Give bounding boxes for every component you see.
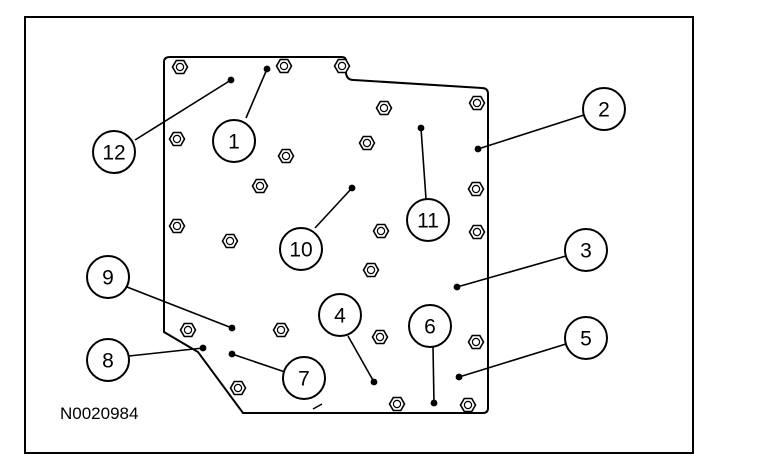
leader-line [314,187,353,229]
callout-number: 2 [598,99,610,122]
callout-9: 9 [86,255,130,299]
leader-line [458,343,567,378]
bolt-head [375,100,393,116]
callout-circle [86,255,130,299]
callout-12: 12 [92,130,136,174]
bolt-head [277,148,295,164]
bolt-head [371,329,389,345]
leader-line [134,79,232,141]
callout-number: 1 [228,131,240,154]
leader-line [432,346,435,404]
callout-3: 3 [564,228,608,272]
callout-7: 7 [282,356,326,400]
callout-8: 8 [86,338,130,382]
callout-number: 9 [102,267,114,290]
callout-circle [408,304,452,348]
callout-number: 7 [298,368,310,391]
callout-circle [564,316,608,360]
figure-id-label: N0020984 [60,404,138,423]
bolt-head [251,178,269,194]
callout-number: 11 [417,210,439,233]
bolt-head [459,397,477,413]
callout-number: 5 [580,328,592,351]
leader-line [128,347,204,357]
callout-number: 8 [102,350,114,373]
leader-line [477,114,585,150]
callout-circle [279,227,323,271]
callout-number: 12 [102,142,125,165]
bolt-head [467,181,485,197]
leader-line [420,127,427,200]
bolt-head [467,334,485,350]
leader-line [231,353,286,373]
callout-number: 3 [580,240,592,263]
bolt-head [468,224,486,240]
bolt-head [229,380,247,396]
callout-4: 4 [318,293,362,337]
bolt-head [272,322,290,338]
callout-number: 10 [289,239,312,262]
callout-circle [318,293,362,337]
callout-circle [282,356,326,400]
bolt-head [362,262,380,278]
leader-line [126,286,233,329]
callout-5: 5 [564,316,608,360]
callout-circle [92,130,136,174]
bolt-head [333,58,351,74]
bolt-head [168,131,186,147]
leader-group [126,68,585,404]
bolt-head [168,218,186,234]
callout-11: 11 [406,198,450,242]
bolt-head [468,95,486,111]
bolt-head [179,322,197,338]
leader-line [347,335,375,383]
callout-number: 6 [424,316,436,339]
callout-circle [406,198,450,242]
bolt-head [221,233,239,249]
callout-10: 10 [279,227,323,271]
leader-line [456,255,567,288]
bolt-head [372,223,390,239]
bolt-head [171,59,189,75]
callout-circle [86,338,130,382]
bolt-head [388,396,406,412]
callout-number: 4 [334,305,346,328]
bolt-head [358,135,376,151]
callout-circle [564,228,608,272]
callout-2: 2 [582,87,626,131]
bolt-head [275,58,293,74]
callout-6: 6 [408,304,452,348]
orientation-mark [312,403,323,410]
leader-line [245,68,268,119]
callout-1: 1 [212,119,256,163]
callout-circle [582,87,626,131]
bolt-group [168,58,486,413]
callout-circle [212,119,256,163]
